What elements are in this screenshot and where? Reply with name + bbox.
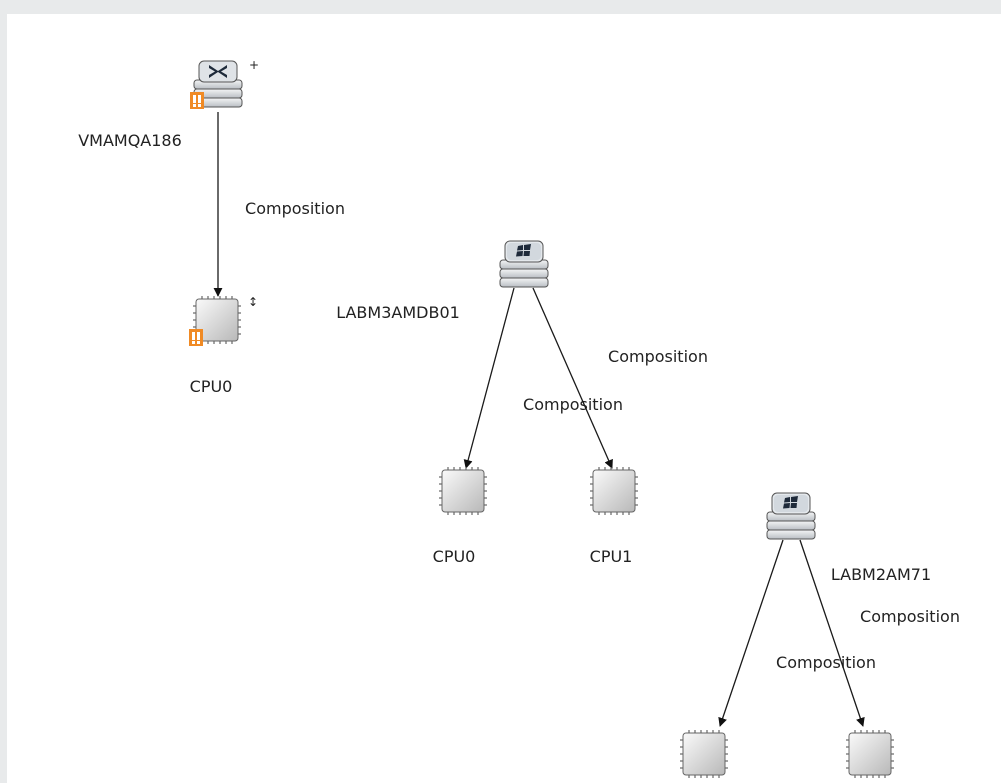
edge-label: Composition — [776, 653, 876, 672]
cpu-node[interactable] — [845, 729, 895, 779]
node-label: CPU0 — [433, 547, 476, 566]
edge-composition[interactable]: Composition — [718, 539, 876, 727]
node-label: CPU1 — [590, 547, 633, 566]
node-label: LABM2AM71 — [831, 565, 931, 584]
edge-label: Composition — [860, 607, 960, 626]
edge-label: Composition — [245, 199, 345, 218]
edge-line[interactable] — [532, 287, 613, 469]
node-label: CPU0 — [190, 377, 233, 396]
cpu-icon[interactable] — [589, 466, 639, 516]
edge-line[interactable] — [463, 287, 515, 469]
edge-composition[interactable]: Composition — [463, 287, 623, 469]
host-node[interactable]: LABM3AMDB01 — [336, 240, 549, 322]
cpu-node[interactable]: CPU0 — [433, 466, 488, 566]
node-label: VMAMQA186 — [78, 131, 182, 150]
edge-composition[interactable]: Composition — [532, 287, 708, 469]
host-node[interactable]: LABM2AM71 — [766, 492, 931, 584]
edge-label: Composition — [523, 395, 623, 414]
node-label: LABM3AMDB01 — [336, 303, 460, 322]
edges-layer: CompositionCompositionCompositionComposi… — [213, 112, 960, 727]
cpu-node[interactable] — [679, 729, 729, 779]
cpu-node[interactable]: ↕ CPU0 — [189, 295, 258, 396]
windows-server-icon[interactable] — [766, 492, 816, 540]
expand-indicator-icon[interactable]: ↕ — [248, 295, 258, 309]
topology-diagram[interactable]: CompositionCompositionCompositionComposi… — [7, 14, 1001, 783]
host-node[interactable]: + VMAMQA186 — [78, 58, 259, 150]
edge-composition[interactable]: Composition — [799, 539, 960, 727]
cpu-icon[interactable] — [679, 729, 729, 779]
cpu-icon[interactable] — [845, 729, 895, 779]
expand-indicator-icon[interactable]: + — [249, 58, 259, 72]
edge-line[interactable] — [718, 539, 784, 727]
windows-server-icon[interactable] — [499, 240, 549, 288]
edge-composition[interactable]: Composition — [213, 112, 345, 297]
cpu-icon[interactable] — [438, 466, 488, 516]
edge-line[interactable] — [799, 539, 865, 727]
warning-badge-icon — [189, 329, 203, 346]
edge-label: Composition — [608, 347, 708, 366]
warning-badge-icon — [190, 92, 204, 109]
cpu-node[interactable]: CPU1 — [589, 466, 639, 566]
